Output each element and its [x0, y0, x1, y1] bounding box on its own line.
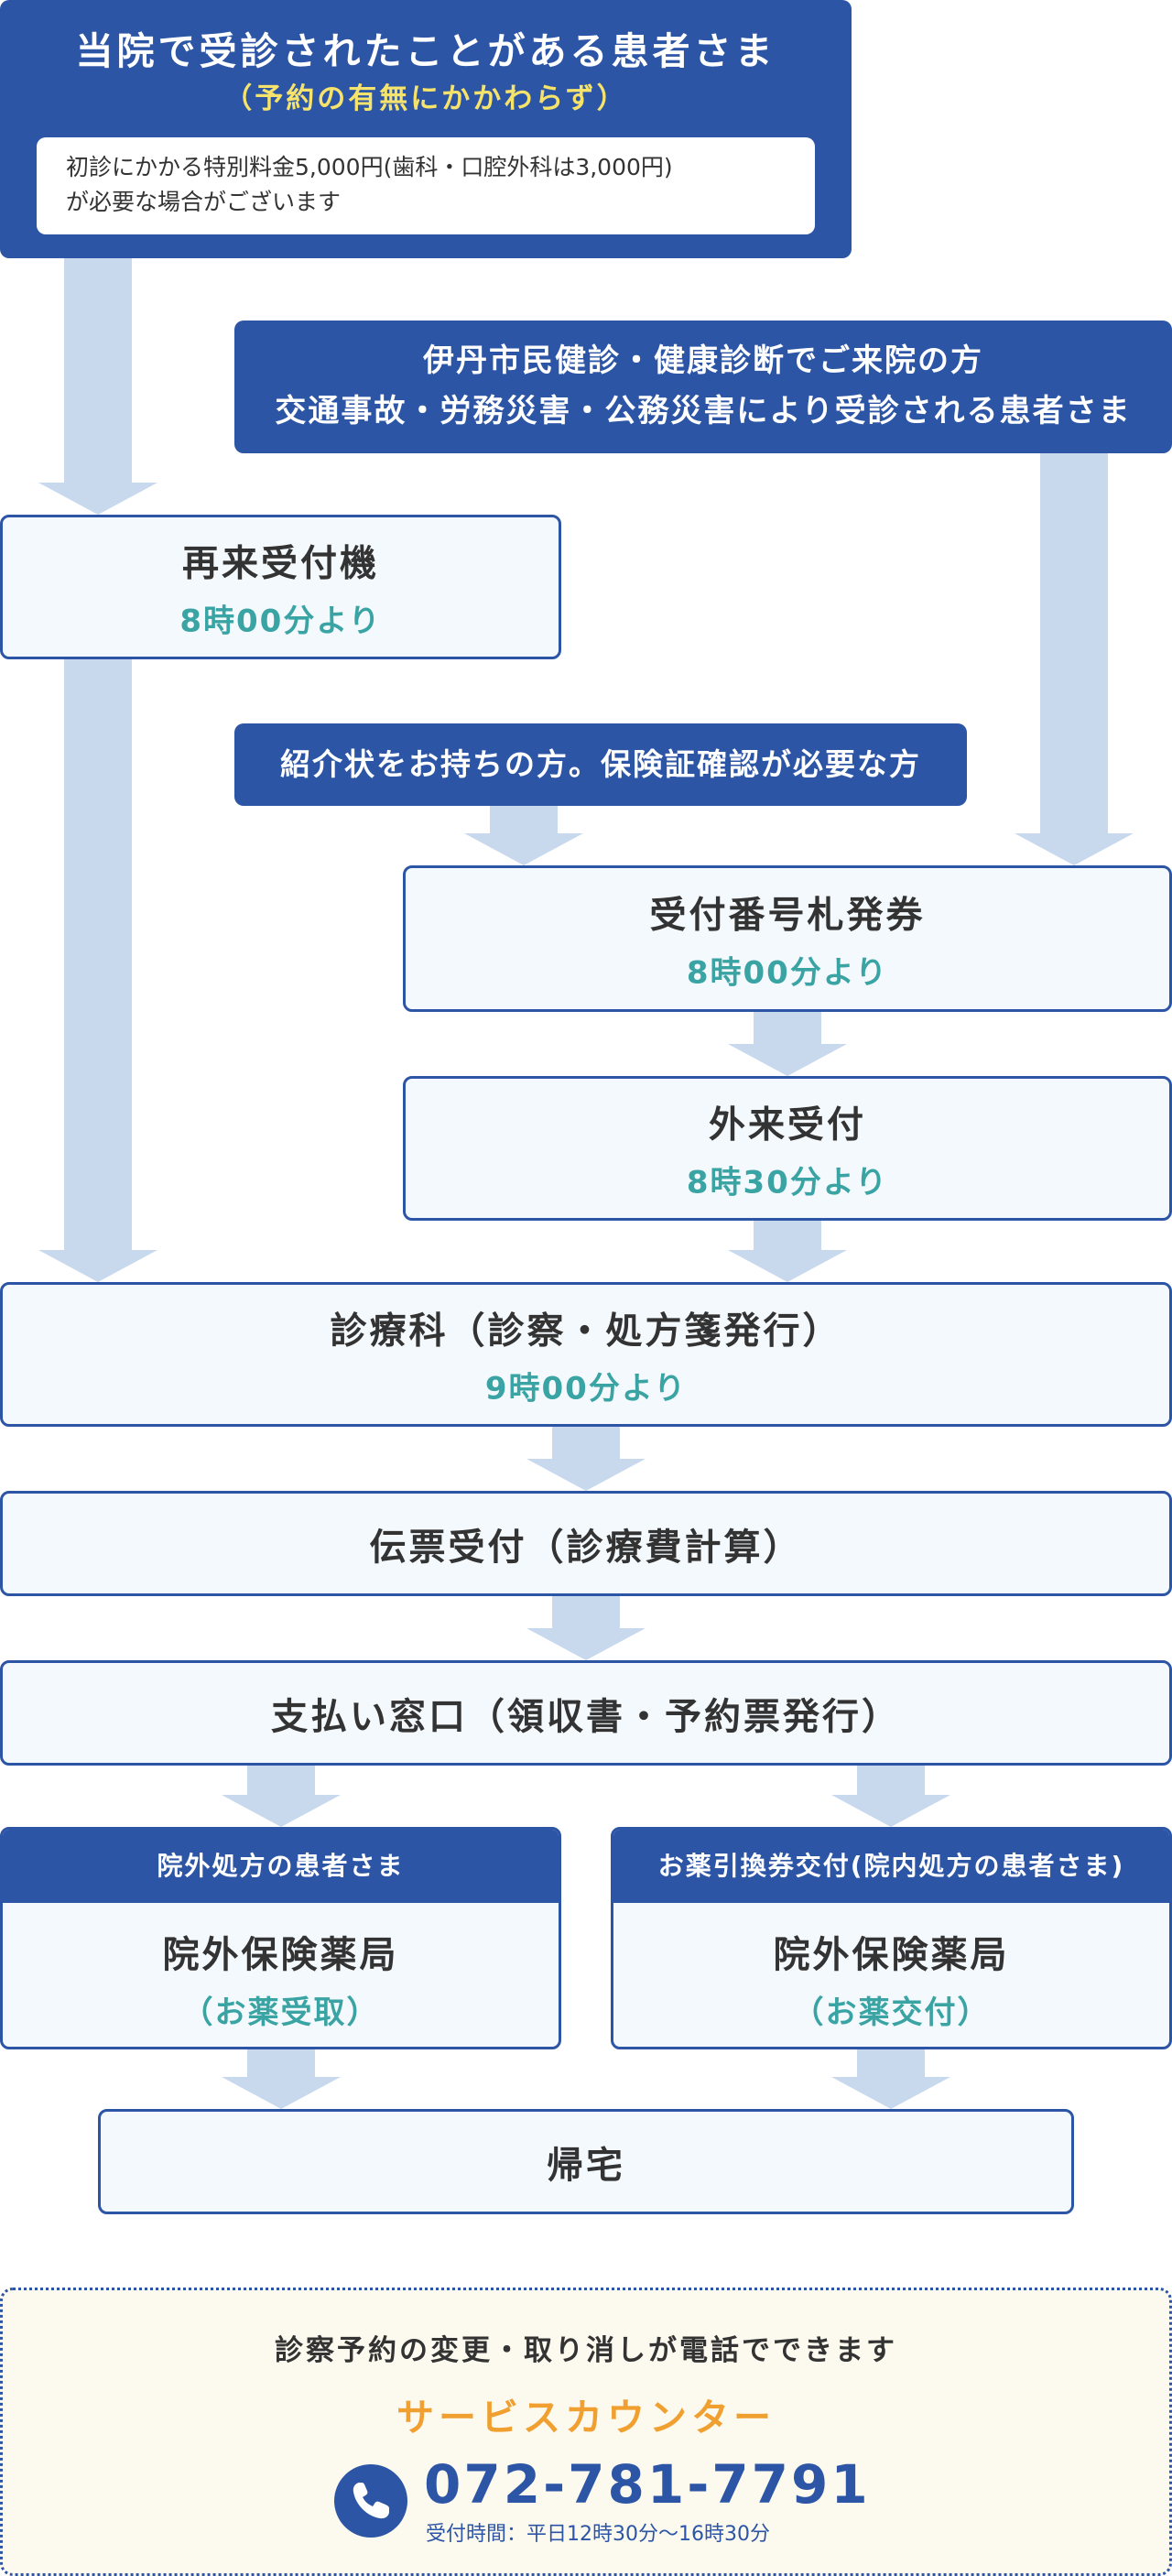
ticket-issue-time: 8時00分より [686, 954, 889, 992]
department-title: 診療科（診察・処方箋発行） [330, 1310, 842, 1353]
go-home-title: 帰宅 [547, 2144, 625, 2187]
pharmacy-left-title: 院外保険薬局 [162, 1934, 399, 1976]
arrow-slip-to-payment [526, 1596, 646, 1660]
phone-icon [334, 2464, 407, 2538]
arrow-pharmacy-left-to-home [222, 2049, 341, 2109]
returning-patients-box: 当院で受診されたことがある患者さま （予約の有無にかかわらず） 初診にかかる特別… [0, 0, 852, 258]
reentry-machine-title: 再来受付機 [182, 542, 379, 585]
arrow-outpatient-to-department [728, 1221, 847, 1282]
outpatient-reception-title: 外来受付 [709, 1103, 866, 1147]
reentry-machine-box: 再来受付機 8時00分より [0, 515, 561, 659]
health-checkup-line: 伊丹市民健診・健康診断でご来院の方 [423, 342, 983, 379]
payment-window-title: 支払い窓口（領収書・予約票発行） [271, 1695, 901, 1738]
department-time: 9時00分より [484, 1370, 688, 1408]
ticket-issue-box: 受付番号札発券 8時00分より [403, 865, 1172, 1012]
arrow-pharmacy-right-to-home [831, 2049, 950, 2109]
department-box: 診療科（診察・処方箋発行） 9時00分より [0, 1282, 1172, 1427]
service-counter-phone[interactable]: 072-781-7791 [424, 2453, 871, 2516]
service-counter-hours: 受付時間：平日12時30分～16時30分 [426, 2523, 770, 2546]
service-counter-lead: 診察予約の変更・取り消しが電話でできます [275, 2334, 897, 2367]
slip-reception-title: 伝票受付（診療費計算） [369, 1526, 803, 1569]
arrow-itami-to-ticket [1015, 453, 1134, 865]
arrow-payment-to-pharmacy-left [222, 1766, 341, 1827]
special-fee-note-line2: が必要な場合がございます [66, 189, 342, 215]
pharmacy-right-box: お薬引換券交付(院内処方の患者さま) 院外保険薬局 （お薬交付） [611, 1827, 1172, 2049]
health-checkup-accident-box: 伊丹市民健診・健康診断でご来院の方 交通事故・労務災害・公務災害により受診される… [234, 321, 1172, 453]
outpatient-reception-box: 外来受付 8時30分より [403, 1076, 1172, 1221]
service-counter-box: 診察予約の変更・取り消しが電話でできます サービスカウンター 072-781-7… [0, 2288, 1172, 2576]
pharmacy-left-box: 院外処方の患者さま 院外保険薬局 （お薬受取） [0, 1827, 561, 2049]
special-fee-note-line1: 初診にかかる特別料金5,000円(歯科・口腔外科は3,000円) [66, 154, 673, 180]
reentry-machine-time: 8時00分より [179, 603, 382, 640]
referral-letter-box: 紹介状をお持ちの方。保険証確認が必要な方 [234, 723, 967, 806]
arrow-ticket-to-outpatient [728, 1012, 847, 1076]
referral-letter-label: 紹介状をお持ちの方。保険証確認が必要な方 [280, 746, 921, 782]
pharmacy-left-header: 院外処方の患者さま [3, 1830, 559, 1903]
pharmacy-right-sub: （お薬交付） [792, 1994, 991, 2031]
outpatient-reception-time: 8時30分より [686, 1164, 889, 1201]
arrow-top-to-reentry [38, 258, 157, 515]
arrow-payment-to-pharmacy-right [831, 1766, 950, 1827]
pharmacy-left-sub: （お薬受取） [181, 1994, 380, 2031]
returning-patients-title: 当院で受診されたことがある患者さま [75, 29, 776, 73]
arrow-referral-to-ticket [464, 806, 583, 865]
slip-reception-box: 伝票受付（診療費計算） [0, 1491, 1172, 1596]
go-home-box: 帰宅 [98, 2109, 1074, 2214]
arrow-department-to-slip [526, 1427, 646, 1491]
service-counter-name: サービスカウンター [396, 2396, 776, 2440]
special-fee-note: 初診にかかる特別料金5,000円(歯科・口腔外科は3,000円) が必要な場合が… [37, 137, 815, 234]
payment-window-box: 支払い窓口（領収書・予約票発行） [0, 1660, 1172, 1766]
arrow-reentry-to-department [38, 659, 157, 1282]
ticket-issue-title: 受付番号札発券 [649, 894, 926, 937]
pharmacy-right-header: お薬引換券交付(院内処方の患者さま) [613, 1830, 1169, 1903]
accident-line: 交通事故・労務災害・公務災害により受診される患者さま [275, 393, 1132, 429]
pharmacy-right-title: 院外保険薬局 [773, 1934, 1010, 1976]
returning-patients-subtitle: （予約の有無にかかわらず） [223, 82, 628, 115]
